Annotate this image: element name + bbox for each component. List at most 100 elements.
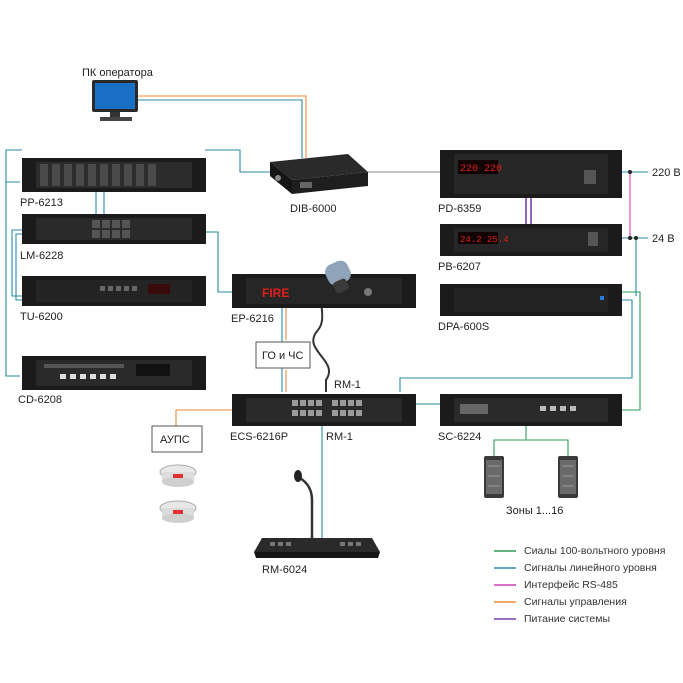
aups-label: АУПС (160, 434, 190, 446)
line-pp-dib (205, 149, 270, 173)
line-left-bus (5, 149, 22, 183)
dpa-faceplate (454, 288, 608, 312)
zones-label: Зоны 1...16 (506, 505, 563, 517)
cd-6208-device: CD-6208 (18, 356, 206, 406)
dib-knob (275, 175, 281, 181)
pc-operator: ПК оператора (82, 67, 154, 121)
cd-label: CD-6208 (18, 394, 62, 406)
microphone-grip (333, 278, 349, 294)
dib-6000-device: DIB-6000 (270, 154, 368, 215)
rm-6024-device: RM-6024 (254, 470, 380, 576)
pb-label: PB-6207 (438, 261, 481, 273)
rm1-bottom-label: RM-1 (326, 431, 353, 443)
legend-label-100v: Сиалы 100-вольтного уровня (524, 545, 665, 557)
legend: Сиалы 100-вольтного уровня Сигналы линей… (494, 545, 665, 625)
speaker-icon (484, 456, 504, 498)
monitor-screen (95, 83, 135, 109)
pb-6207-device: 24.2 25.4 PB-6207 (438, 224, 622, 273)
aups-frame (151, 425, 203, 453)
smoke-detector-icon (159, 500, 197, 523)
dib-port (300, 182, 312, 188)
ep-knob (364, 288, 372, 296)
legend-label-power: Питание системы (524, 613, 610, 625)
line-ecs-aups (175, 409, 232, 426)
sc-label: SC-6224 (438, 431, 481, 443)
go-chs-frame (255, 341, 311, 369)
ecs-faceplate (246, 398, 402, 422)
rm-mic-head (294, 470, 302, 482)
pd-display (458, 160, 498, 174)
rm-label: RM-6024 (262, 564, 307, 576)
voltage-220-label: 220 В (652, 167, 681, 179)
hand-microphone (325, 260, 351, 294)
tu-display (148, 284, 170, 294)
line-sc-speakers (525, 426, 569, 456)
rm-base (254, 538, 380, 552)
pp-channels (40, 164, 156, 186)
rm1-top-label: RM-1 (334, 379, 361, 391)
speaker-icon (558, 456, 578, 498)
dib-body (270, 154, 368, 180)
legend-label-rs485: Интерфейс RS-485 (524, 579, 618, 591)
line-pc-dib-control (118, 95, 307, 158)
voltage-24-label: 24 В (652, 233, 675, 245)
legend-label-control: Сигналы управления (524, 596, 627, 608)
line-lm-tu-b (15, 233, 22, 301)
lm-buttons (92, 220, 130, 238)
ep-6216-device: FIRE EP-6216 (231, 274, 416, 325)
line-pc-dib-line (122, 99, 303, 158)
pb-switch (588, 232, 598, 246)
dpa-600s-device: DPA-600S (438, 284, 622, 333)
pb-display (458, 232, 498, 244)
go-chs-box: ГО и ЧС (255, 341, 311, 369)
tu-buttons (100, 286, 137, 291)
sc-buttons (540, 406, 576, 411)
ep-faceplate (246, 278, 402, 304)
sc-6224-device: SC-6224 (438, 394, 622, 443)
cd-display (136, 364, 170, 376)
monitor-stand (110, 112, 120, 118)
lm-6228-device: LM-6228 (20, 214, 206, 262)
line-left-bus-2 (5, 182, 20, 377)
lm-label: LM-6228 (20, 250, 63, 262)
node-24v-b (628, 236, 632, 240)
dpa-label: DPA-600S (438, 321, 489, 333)
sc-terminal (460, 404, 488, 414)
smoke-detector-icon (159, 464, 197, 487)
go-chs-label: ГО и ЧС (262, 350, 303, 362)
pd-switch (584, 170, 596, 184)
cd-slot (44, 364, 124, 368)
pd-label: PD-6359 (438, 203, 481, 215)
tu-label: TU-6200 (20, 311, 63, 323)
node-24v (634, 236, 638, 240)
pp-6213-device: PP-6213 (20, 158, 206, 209)
ecs-label: ECS-6216P (230, 431, 288, 443)
connection-nodes (628, 170, 638, 240)
line-dpa-sc (622, 291, 641, 411)
dpa-led (600, 296, 604, 300)
line-lm-ep (205, 231, 232, 293)
dib-label: DIB-6000 (290, 203, 336, 215)
line-ecs-dpa (399, 299, 633, 392)
pd-display-text: 220 220 (460, 164, 502, 175)
ep-label: EP-6216 (231, 313, 274, 325)
legend-label-line: Сигналы линейного уровня (524, 562, 657, 574)
pc-label: ПК оператора (82, 67, 154, 79)
ecs-buttons (292, 400, 362, 416)
pb-display-text: 24.2 25.4 (460, 235, 509, 245)
speaker-zone-group: Зоны 1...16 (484, 456, 578, 517)
pd-6359-device: 220 220 PD-6359 (438, 150, 622, 215)
monitor-base (100, 117, 132, 121)
line-sc-speaker-left (493, 439, 526, 456)
lm-faceplate (36, 218, 192, 240)
dib-side (292, 172, 368, 194)
ep-fire-display: FIRE (262, 286, 289, 300)
rm-base-front (254, 552, 380, 558)
line-lm-tu (11, 229, 22, 297)
rm-gooseneck (299, 476, 314, 540)
rm-keys (270, 542, 361, 546)
cd-buttons (60, 374, 116, 379)
aups-group: АУПС (151, 425, 203, 523)
tu-6200-device: TU-6200 (20, 276, 206, 323)
